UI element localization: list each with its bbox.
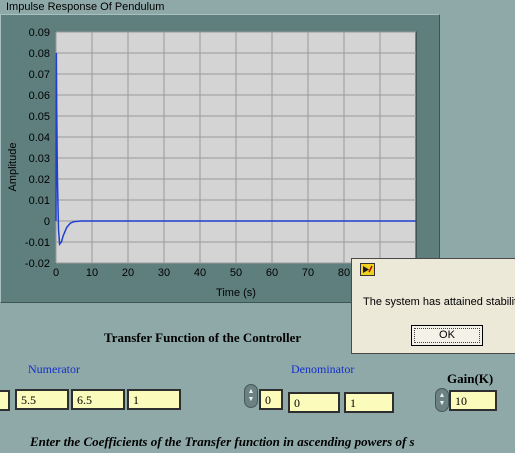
x-tick-label: 10 <box>86 267 98 279</box>
numerator-coef-1[interactable]: 6.5 <box>71 389 125 410</box>
stepper-up-icon[interactable]: ▲ <box>438 392 446 399</box>
controller-heading: Transfer Function of the Controller <box>104 330 302 345</box>
y-tick-label: 0.08 <box>29 48 50 60</box>
ok-button[interactable]: OK <box>411 325 483 346</box>
denominator-coef-1[interactable]: 1 <box>344 392 394 413</box>
y-tick-label: 0.07 <box>29 69 50 81</box>
y-tick-label: 0.09 <box>29 27 50 39</box>
gain-label: Gain(K) <box>447 371 494 386</box>
y-tick-label: -0.02 <box>25 258 50 270</box>
y-tick-label: 0.05 <box>29 111 50 123</box>
x-tick-label: 0 <box>53 267 59 279</box>
numerator-label: Numerator <box>28 362 80 376</box>
numerator-index-field[interactable] <box>0 390 10 411</box>
dialog-titlebar[interactable] <box>352 259 515 281</box>
y-tick-label: 0.01 <box>29 195 50 207</box>
y-tick-label: 0.06 <box>29 90 50 102</box>
y-tick-label: 0.03 <box>29 153 50 165</box>
x-axis-label: Time (s) <box>216 287 256 299</box>
y-tick-label: 0.02 <box>29 174 50 186</box>
series-line <box>55 52 416 246</box>
denominator-label: Denominator <box>291 362 355 376</box>
x-tick-label: 40 <box>194 267 206 279</box>
labview-icon <box>360 263 375 276</box>
x-tick-label: 60 <box>266 267 278 279</box>
tick-layer: 0 10 20 30 40 50 60 70 80 0.09 0.08 0.07 0.06 0.05 0.0… <box>25 27 350 279</box>
instruction-text: Enter the Coefficients of the Transfer f… <box>30 434 415 449</box>
x-tick-label: 20 <box>122 267 134 279</box>
stepper-up-icon[interactable]: ▲ <box>247 388 255 395</box>
numerator-coef-0[interactable]: 5.5 <box>15 389 69 410</box>
message-dialog: The system has attained stabilit OK <box>351 258 515 354</box>
gain-field[interactable]: 10 <box>449 390 497 411</box>
numerator-coef-2[interactable]: 1 <box>127 389 181 410</box>
stepper-down-icon[interactable]: ▼ <box>247 396 255 403</box>
gain-stepper[interactable]: ▲ ▼ <box>435 388 449 412</box>
stepper-down-icon[interactable]: ▼ <box>438 400 446 407</box>
x-tick-label: 80 <box>338 267 350 279</box>
y-axis-label: Amplitude <box>7 143 19 192</box>
denominator-coef-0[interactable]: 0 <box>288 392 340 413</box>
y-tick-label: 0.04 <box>29 132 50 144</box>
graph-title: Impulse Response Of Pendulum <box>6 1 165 13</box>
x-tick-label: 30 <box>158 267 170 279</box>
y-tick-label: 0 <box>44 216 50 228</box>
x-tick-label: 70 <box>302 267 314 279</box>
y-tick-label: -0.01 <box>25 237 50 249</box>
denominator-index-stepper[interactable]: ▲ ▼ <box>244 384 258 408</box>
denominator-index-field[interactable]: 0 <box>259 389 283 410</box>
x-tick-label: 50 <box>230 267 242 279</box>
dialog-message: The system has attained stabilit <box>363 296 515 308</box>
impulse-response-chart: 0 10 20 30 40 50 60 70 80 0.09 0.08 0.07 0.06 0.05 0.0… <box>7 27 417 299</box>
